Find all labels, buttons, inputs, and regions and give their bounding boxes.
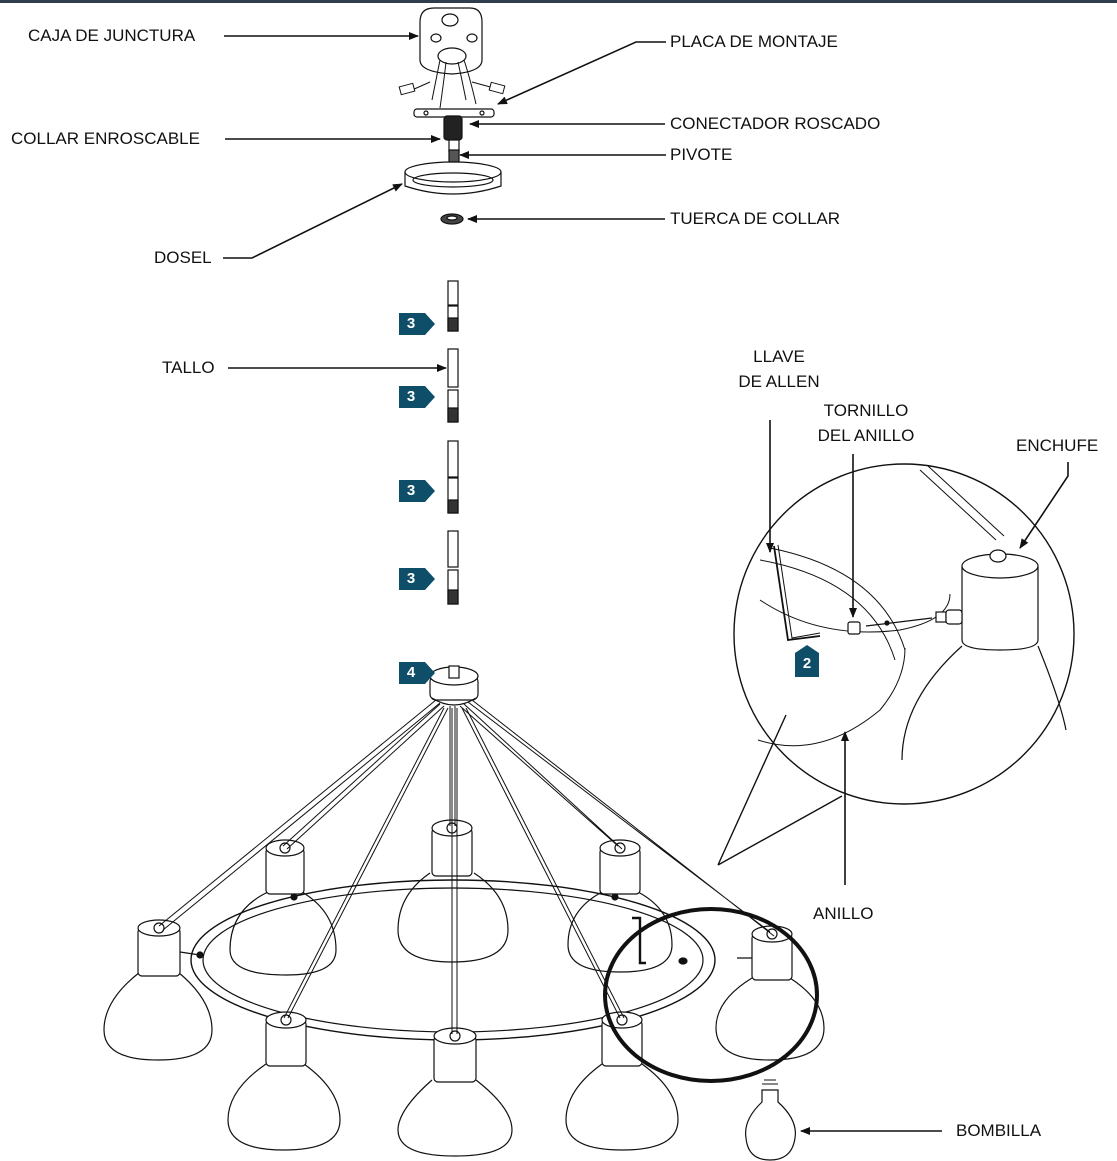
junction-box — [419, 7, 483, 75]
canopy — [404, 161, 502, 195]
label-socket: ENCHUFE — [1016, 436, 1099, 455]
label-allen-key-1: LLAVE — [753, 347, 805, 366]
zoom-connector — [717, 714, 843, 866]
step-number: 3 — [406, 388, 416, 405]
step-badge-allen: 2 — [795, 645, 819, 677]
label-threaded-collar: COLLAR ENROSCABLE — [11, 129, 200, 148]
step-number: 2 — [802, 655, 812, 672]
label-pivot: PIVOTE — [670, 145, 733, 164]
pendant-back-left — [229, 839, 337, 976]
pendant-back-center — [397, 819, 509, 963]
label-ring-screw-2: DEL ANILLO — [817, 426, 915, 445]
threaded-connector — [443, 115, 463, 163]
step-number: 3 — [406, 570, 416, 587]
step-badge-stem-4: 3 — [399, 568, 435, 590]
step-badge-stem-1: 3 — [399, 313, 435, 335]
zoom-circle-small — [603, 907, 819, 1083]
stem-2 — [447, 348, 459, 423]
hub — [429, 665, 479, 706]
zoom-circle-large — [733, 463, 1075, 805]
label-stem: TALLO — [162, 358, 215, 377]
step-number: 3 — [406, 315, 416, 332]
label-junction-box: CAJA DE JUNCTURA — [28, 26, 196, 45]
pendant-front-left — [227, 1011, 341, 1151]
leader-lines — [223, 32, 1069, 1135]
pendant-front-right — [565, 1011, 679, 1151]
label-bulb: BOMBILLA — [956, 1121, 1042, 1140]
step-badge-hub: 4 — [399, 662, 435, 684]
label-ring-screw-1: TORNILLO — [823, 401, 909, 420]
stem-1 — [447, 280, 459, 332]
pendant-far-right — [715, 925, 825, 1061]
step-badge-stem-3: 3 — [399, 480, 435, 502]
wires — [398, 59, 506, 109]
pendant-back-right — [567, 839, 673, 973]
pendant-front-center — [397, 1027, 513, 1157]
step-number: 4 — [406, 664, 416, 681]
stem-4 — [447, 530, 459, 605]
step-badge-stem-2: 3 — [399, 386, 435, 408]
label-ring: ANILLO — [813, 904, 874, 923]
label-canopy: DOSEL — [154, 248, 212, 267]
bulb — [744, 1079, 796, 1161]
label-allen-key-2: DE ALLEN — [738, 372, 820, 391]
pendant-far-left — [103, 919, 213, 1061]
top-bar — [0, 0, 1117, 3]
arms — [158, 699, 775, 1034]
stem-3 — [447, 440, 459, 514]
step-number: 3 — [406, 482, 416, 499]
label-threaded-connector: CONECTADOR ROSCADO — [670, 114, 881, 133]
collar-nut — [440, 213, 464, 225]
label-mounting-plate: PLACA DE MONTAJE — [670, 32, 838, 51]
label-collar-nut: TUERCA DE COLLAR — [670, 209, 841, 228]
